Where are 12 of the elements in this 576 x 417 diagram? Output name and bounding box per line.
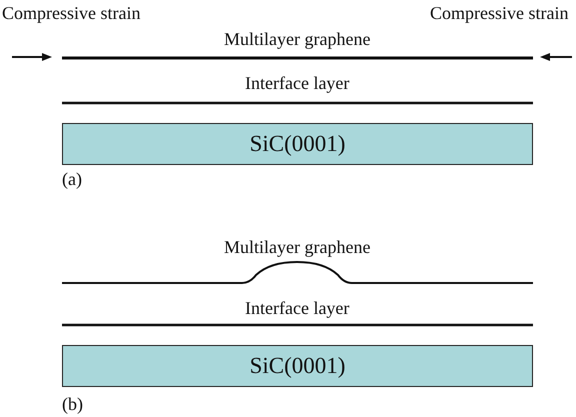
layer-label: Interface layer — [245, 72, 350, 94]
panel-label: (a) — [62, 168, 82, 190]
substrate-label: SiC(0001) — [250, 353, 346, 379]
substrate-block — [62, 345, 533, 387]
layer-label: Interface layer — [245, 297, 350, 319]
layer-label: Multilayer graphene — [224, 28, 370, 50]
substrate-label: SiC(0001) — [250, 131, 346, 157]
panel-label: (b) — [62, 393, 83, 415]
strain-label: Compressive strain — [430, 2, 568, 24]
substrate-block — [62, 123, 533, 165]
strain-label: Compressive strain — [2, 2, 140, 24]
layer-label: Multilayer graphene — [224, 236, 370, 258]
